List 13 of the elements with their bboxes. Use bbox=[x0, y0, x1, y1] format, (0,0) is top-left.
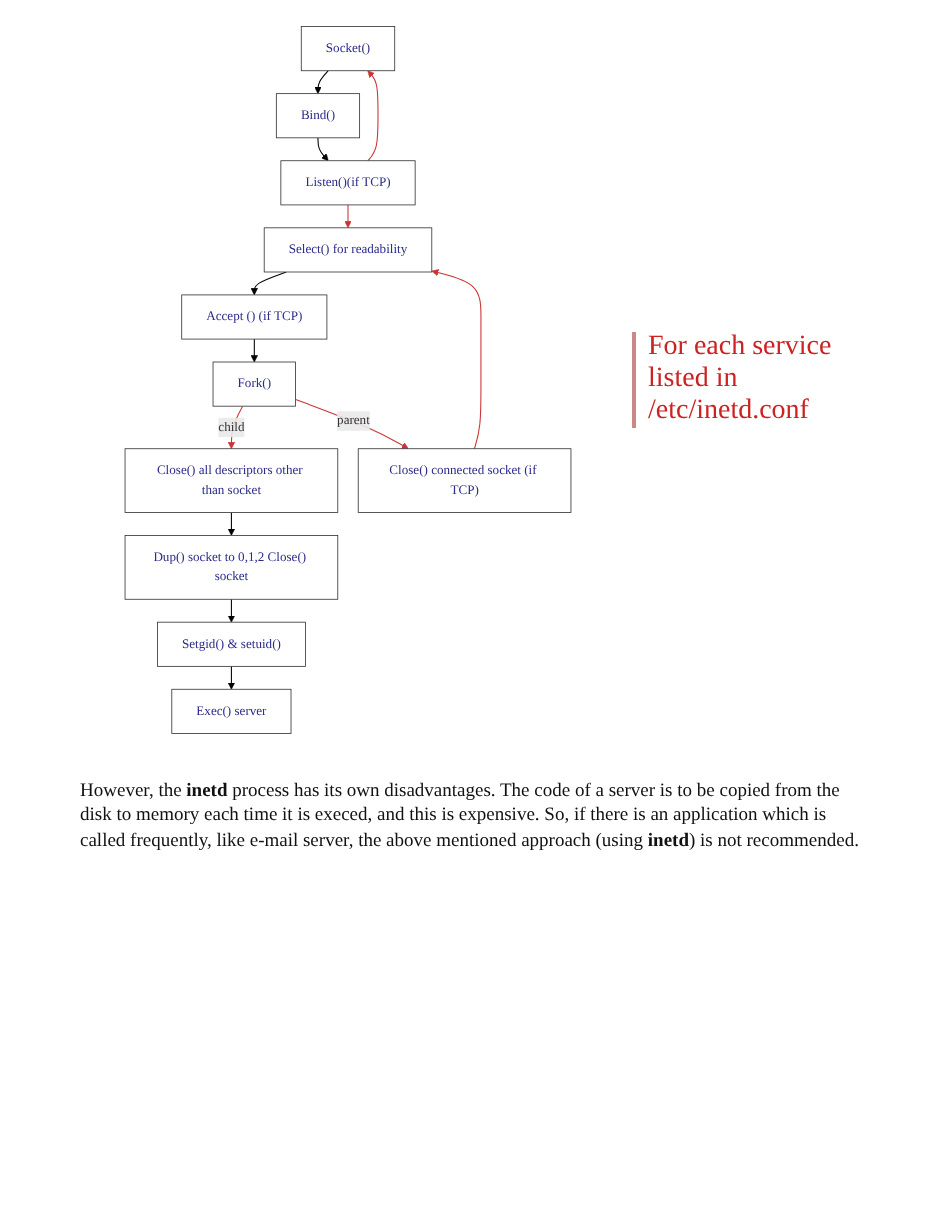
arrow bbox=[227, 512, 235, 536]
arrow bbox=[227, 665, 235, 690]
paragraph: However, the inetd process has its own disadvantages. The code of a server is to be copied from the disk to memory each time it is execed, and this is expensive. So, if there is an application which is called frequently, like e-mail server, the above mentioned approach (using inetd) is not recommended. bbox=[80, 780, 861, 855]
note: For each service listed in /etc/inetd.conf bbox=[632, 332, 868, 428]
arrow bbox=[317, 137, 329, 162]
arrow bbox=[227, 598, 235, 623]
arrow bbox=[250, 271, 287, 296]
arrow bbox=[431, 269, 482, 450]
arrow bbox=[344, 204, 352, 229]
arrow bbox=[250, 338, 258, 363]
arrow bbox=[314, 70, 329, 94]
arrow bbox=[367, 70, 379, 162]
arrow bbox=[295, 398, 409, 450]
